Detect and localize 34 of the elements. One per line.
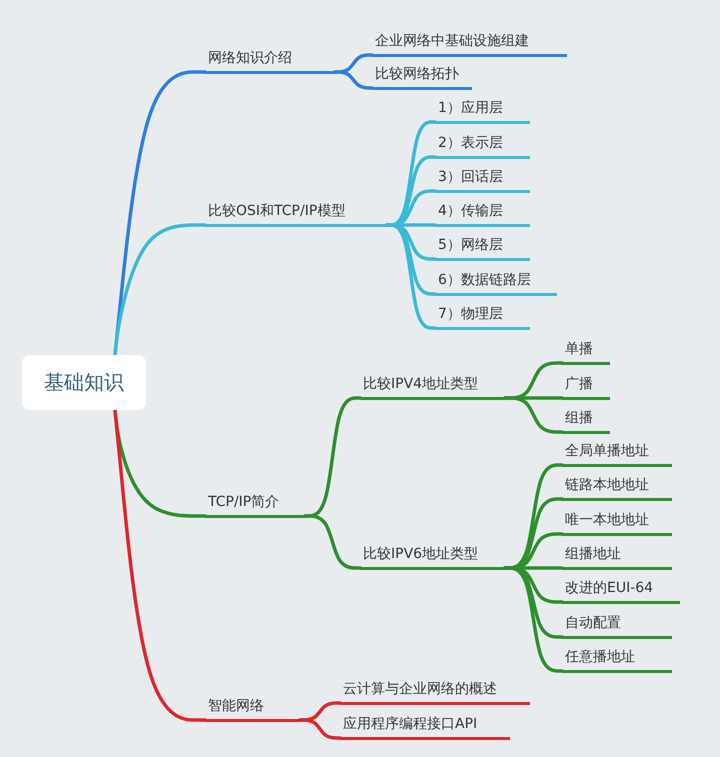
topic-label: 改进的EUI-64 [565,579,654,597]
branch-line [503,396,564,434]
branch-line [113,408,207,722]
branch-line [113,223,207,357]
topic-label: TCP/IP简介 [208,493,280,511]
topic-label: 基础知识 [44,369,124,396]
topic-label: 比较IPV4地址类型 [363,375,478,393]
topic-label: 应用程序编程接口API [343,715,478,733]
topic-label: 任意播地址 [565,648,635,666]
topic-label: 自动配置 [565,614,621,632]
topic-label: 比较IPV6地址类型 [363,545,478,563]
branch-line [298,718,342,740]
topic-label: 1）应用层 [438,99,503,117]
topic-label: 3）回话层 [438,168,503,186]
topic-label: 6）数据链路层 [438,271,531,289]
topic-label: 企业网络中基础设施组建 [375,32,529,50]
topic-label: 智能网络 [208,697,264,715]
topic-label: 广播 [565,375,593,393]
topic-label: 组播地址 [565,545,621,563]
topic-label: 5）网络层 [438,236,503,254]
topic-label: 比较OSI和TCP/IP模型 [208,202,346,220]
topic-label: 单播 [565,340,593,358]
topic-label: 7）物理层 [438,305,503,323]
topic-label: 4）传输层 [438,202,503,220]
topic-label: 链路本地地址 [565,476,649,494]
topic-label: 唯一本地地址 [565,511,649,529]
topic-label: 比较网络拓扑 [375,65,459,83]
topic-label: 2）表示层 [438,134,503,152]
topic-label: 云计算与企业网络的概述 [343,680,497,698]
branch-line [333,70,374,90]
root-topic-box [22,355,146,410]
topic-label: 网络知识介绍 [208,49,292,67]
topic-label: 组播 [565,409,593,427]
topic-label: 全局单播地址 [565,442,649,460]
